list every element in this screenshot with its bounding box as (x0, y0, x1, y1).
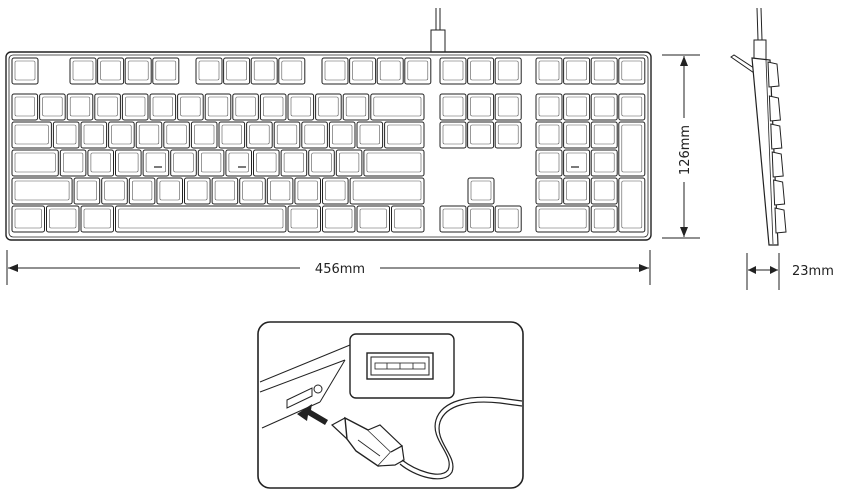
depth-label: 23mm (792, 264, 834, 279)
height-label: 126mm (678, 125, 693, 175)
side-keycap (774, 180, 785, 205)
height-dimension: 126mm (662, 55, 700, 238)
side-keycap (771, 124, 782, 149)
keycap (619, 178, 645, 232)
keyboard-top-view (6, 8, 651, 240)
width-dimension: 456mm (7, 250, 650, 285)
side-keycap (768, 62, 779, 87)
depth-dimension: 23mm (747, 253, 834, 290)
cable-strain-relief (431, 30, 445, 52)
keycap (619, 122, 645, 176)
usb-connection-inset (258, 322, 523, 488)
side-keycap (775, 208, 786, 233)
keyboard-side-view (731, 8, 786, 245)
side-keycap (769, 96, 780, 121)
width-label: 456mm (315, 262, 365, 277)
side-keycap (772, 152, 783, 177)
cable-icon (436, 8, 440, 30)
